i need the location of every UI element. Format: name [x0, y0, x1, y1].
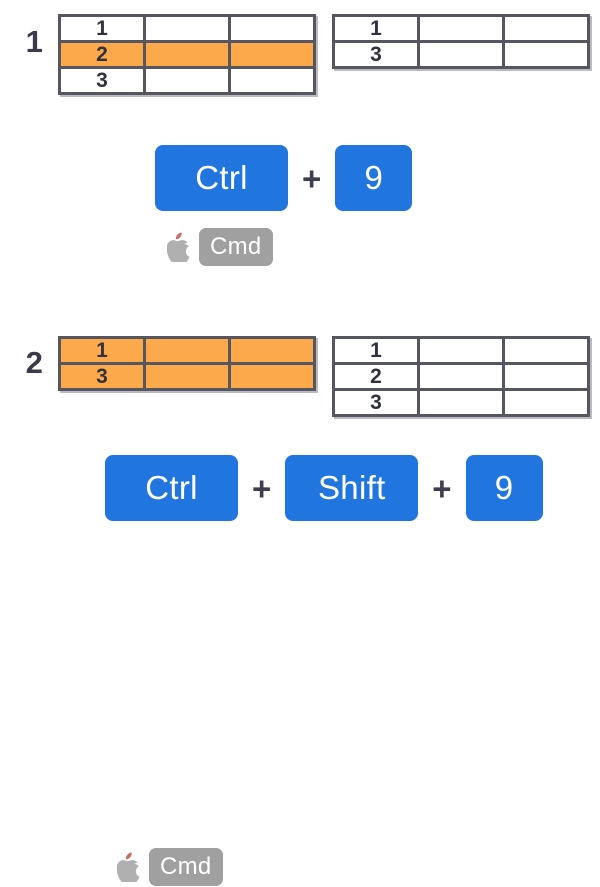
key-9[interactable]: 9	[465, 455, 543, 521]
table-cell: 1	[332, 336, 420, 365]
table-cell	[502, 14, 590, 43]
apple-logo-icon	[116, 852, 143, 884]
table-cell	[228, 362, 316, 391]
table-row: 3	[58, 66, 316, 95]
table-row: 1	[332, 14, 590, 43]
mac-alternative-step-2: Cmd	[116, 848, 223, 886]
table-row: 1	[332, 336, 590, 365]
plus-separator-icon: +	[302, 159, 322, 197]
table-row: 1	[58, 14, 316, 43]
before-table-step-1: 1 2 3	[58, 14, 316, 95]
table-cell: 3	[332, 40, 420, 69]
table-row-highlighted: 2	[58, 40, 316, 69]
plus-separator-icon: +	[432, 469, 452, 507]
table-cell: 1	[332, 14, 420, 43]
after-table-step-1: 1 3	[332, 14, 590, 69]
table-cell	[417, 40, 505, 69]
table-cell	[143, 66, 231, 95]
table-cell: 3	[332, 388, 420, 417]
table-cell: 3	[58, 362, 146, 391]
table-row: 3	[332, 40, 590, 69]
after-table-step-2: 1 2 3	[332, 336, 590, 417]
cmd-key-chip[interactable]: Cmd	[149, 848, 223, 886]
table-cell	[417, 388, 505, 417]
before-table-step-2: 1 3	[58, 336, 316, 391]
table-row-highlighted: 3	[58, 362, 316, 391]
table-row: 3	[332, 388, 590, 417]
table-cell	[228, 40, 316, 69]
key-ctrl[interactable]: Ctrl	[155, 145, 288, 211]
step-1: 1 1 2 3 1 3 Ctrl + 9	[0, 0, 600, 300]
apple-logo-icon	[166, 232, 193, 264]
table-cell	[417, 336, 505, 365]
table-cell: 2	[332, 362, 420, 391]
shortcut-step-1: Ctrl + 9	[155, 145, 413, 211]
table-cell	[228, 66, 316, 95]
table-cell	[143, 40, 231, 69]
table-cell	[143, 14, 231, 43]
cmd-key-chip[interactable]: Cmd	[199, 228, 273, 266]
table-cell: 2	[58, 40, 146, 69]
table-cell: 1	[58, 336, 146, 365]
table-row: 2	[332, 362, 590, 391]
shortcut-step-2: Ctrl + Shift + 9	[105, 455, 543, 521]
mac-alternative-step-1: Cmd	[166, 228, 273, 266]
key-shift[interactable]: Shift	[285, 455, 419, 521]
key-ctrl[interactable]: Ctrl	[105, 455, 238, 521]
table-cell: 3	[58, 66, 146, 95]
step-number: 1	[25, 24, 43, 59]
key-9[interactable]: 9	[335, 145, 413, 211]
plus-separator-icon: +	[252, 469, 272, 507]
table-cell	[502, 40, 590, 69]
table-cell	[228, 14, 316, 43]
table-cell	[502, 362, 590, 391]
table-row-highlighted: 1	[58, 336, 316, 365]
table-cell	[143, 362, 231, 391]
table-cell	[502, 336, 590, 365]
table-cell	[417, 362, 505, 391]
table-cell	[417, 14, 505, 43]
table-cell	[143, 336, 231, 365]
step-2: 2 1 3 1 2 3 Ctrl + S	[0, 310, 600, 886]
table-cell: 1	[58, 14, 146, 43]
step-number: 2	[25, 345, 43, 380]
table-cell	[228, 336, 316, 365]
table-cell	[502, 388, 590, 417]
